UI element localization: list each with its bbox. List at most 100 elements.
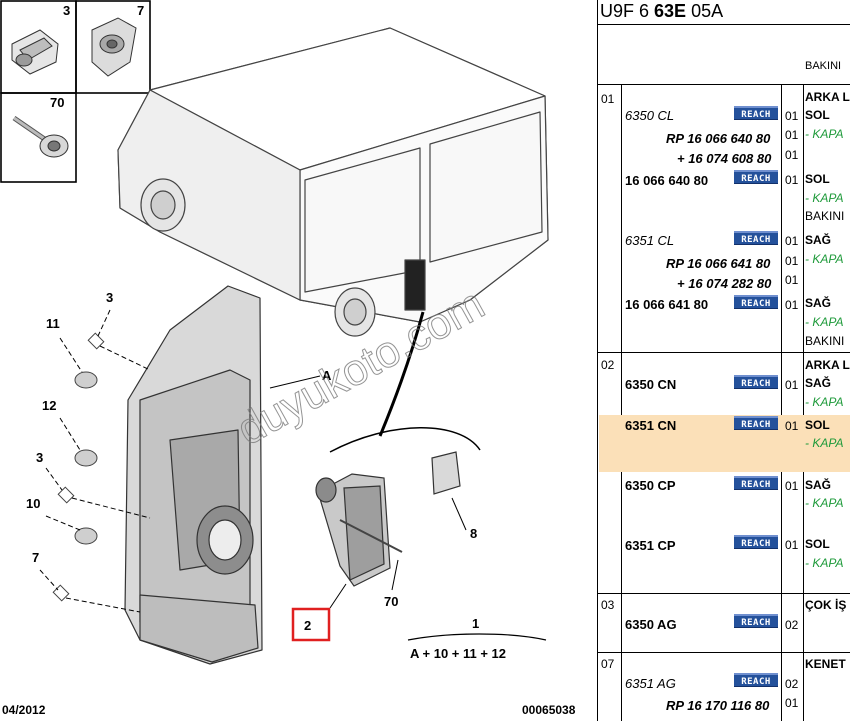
part-desc: SOL (805, 172, 830, 186)
reach-badge: REACH (734, 476, 778, 490)
part-desc: SAĞ (805, 233, 832, 247)
part-qty: 01 (785, 419, 799, 433)
formula-bracket (407, 633, 547, 641)
part-note: BAKINI (805, 334, 845, 348)
callout-bulb-10: 10 (26, 496, 40, 511)
part-ref[interactable]: RP 16 170 116 80 (666, 698, 770, 713)
part-sub: - KAPA (805, 436, 844, 450)
part-qty: 01 (785, 234, 799, 248)
footer-date: 04/2012 (2, 703, 46, 717)
part-qty: 01 (785, 538, 799, 552)
hardware-thumbnails (0, 0, 151, 183)
reach-badge: REACH (734, 231, 778, 245)
selected-part-highlight (291, 607, 331, 642)
part-leaders (329, 497, 467, 609)
exploded-diagram: 3 7 70 3 11 12 3 10 7 A 2 70 8 1 A + 10 … (0, 0, 549, 665)
push-rivet-icon (91, 17, 137, 77)
clip-nut-icon (11, 29, 59, 75)
part-qty: 01 (785, 696, 799, 710)
part-qty: 02 (785, 618, 799, 632)
part-qty: 01 (785, 148, 799, 162)
lamp-holder-illustration (315, 451, 461, 587)
part-ref[interactable]: RP 16 066 640 80 (666, 131, 771, 146)
leader-lines (39, 309, 151, 613)
thumb-label-3: 3 (63, 3, 70, 18)
part-qty: 01 (785, 479, 799, 493)
callout-assembly-1: 1 (472, 616, 479, 631)
assembly-formula: A + 10 + 11 + 12 (410, 646, 506, 661)
part-ref[interactable]: 6351 AG (625, 676, 676, 691)
part-sub: - KAPA (805, 315, 844, 329)
selected-row-highlight (599, 415, 850, 472)
part-qty: 01 (785, 298, 799, 312)
callout-lamp-holder-2: 2 (304, 618, 311, 633)
part-desc: SOL (805, 108, 830, 122)
callout-grommet-upper: 3 (106, 290, 113, 305)
reach-badge: REACH (734, 170, 778, 184)
reach-badge: REACH (734, 535, 778, 549)
part-qty: 01 (785, 173, 799, 187)
part-desc: ARKA L (805, 90, 850, 104)
screw-icon (12, 115, 69, 158)
part-ref[interactable]: 6350 CL (625, 108, 675, 123)
reach-badge: REACH (734, 106, 778, 120)
column-header-description: BAKINI (805, 60, 842, 72)
group-number: 07 (601, 657, 615, 671)
part-qty: 01 (785, 128, 799, 142)
part-ref[interactable]: 6351 CL (625, 233, 675, 248)
callout-cap-8: 8 (470, 526, 477, 541)
reach-badge: REACH (734, 416, 778, 430)
part-sub: - KAPA (805, 252, 844, 266)
callout-rivet-7: 7 (32, 550, 39, 565)
part-ref[interactable]: RP 16 066 641 80 (666, 256, 771, 271)
group-number: 03 (601, 598, 615, 612)
callout-bulb-11: 11 (46, 316, 60, 331)
group-number: 01 (601, 92, 615, 106)
callout-assembly-a: A (322, 368, 332, 383)
callout-bulb-12: 12 (42, 398, 56, 413)
thumb-label-7: 7 (137, 3, 144, 18)
grommets (52, 332, 105, 602)
part-ref[interactable]: 6351 CN (625, 418, 677, 433)
part-note: BAKINI (805, 209, 845, 223)
part-sub: - KAPA (805, 191, 844, 205)
part-ref[interactable]: 6351 CP (625, 538, 676, 553)
part-sub: - KAPA (805, 496, 844, 510)
part-desc: SAĞ (805, 296, 832, 310)
parts-list-panel: U9F 6 63E 05A BAKINI 01 02 03 07 6350 CL… (597, 0, 850, 721)
part-desc: SAĞ (805, 376, 832, 390)
part-ref[interactable]: 16 066 640 80 (625, 173, 709, 188)
part-qty: 02 (785, 677, 799, 691)
part-qty: 01 (785, 254, 799, 268)
part-desc: KENET (805, 657, 846, 671)
part-desc: SAĞ (805, 478, 832, 492)
reach-badge: REACH (734, 673, 778, 687)
footer-doc-number: 00065038 (522, 703, 576, 717)
callout-screw-70: 70 (384, 594, 398, 609)
part-sub: - KAPA (805, 395, 844, 409)
reach-badge: REACH (734, 295, 778, 309)
reach-badge: REACH (734, 375, 778, 389)
van-illustration (117, 27, 549, 337)
part-sub: - KAPA (805, 556, 844, 570)
panel-header-code: U9F 6 63E 05A (600, 1, 724, 21)
thumb-label-70: 70 (50, 95, 64, 110)
part-sub: - KAPA (805, 127, 844, 141)
part-desc: ÇOK İŞ (805, 598, 847, 612)
part-qty: 01 (785, 273, 799, 287)
part-desc: ARKA L (805, 358, 850, 372)
part-desc: SOL (805, 418, 830, 432)
part-ref[interactable]: + 16 074 608 80 (677, 151, 772, 166)
bulbs (74, 371, 98, 545)
part-ref[interactable]: + 16 074 282 80 (677, 276, 772, 291)
part-qty: 01 (785, 378, 799, 392)
part-ref[interactable]: 16 066 641 80 (625, 297, 709, 312)
tail-lamp-illustration (124, 285, 263, 665)
callout-grommet-middle: 3 (36, 450, 43, 465)
part-ref[interactable]: 6350 CP (625, 478, 676, 493)
group-number: 02 (601, 358, 615, 372)
part-ref[interactable]: 6350 AG (625, 617, 677, 632)
part-desc: SOL (805, 537, 830, 551)
part-qty: 01 (785, 109, 799, 123)
part-ref[interactable]: 6350 CN (625, 377, 677, 392)
